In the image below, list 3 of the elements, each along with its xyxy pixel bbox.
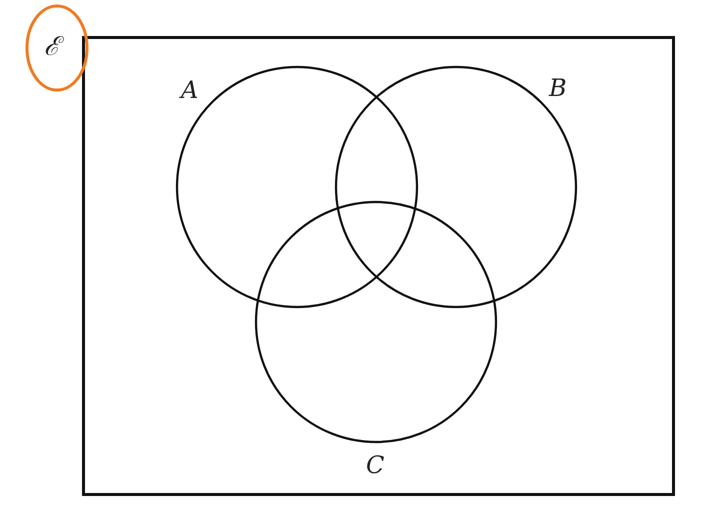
set-label: A	[181, 78, 198, 102]
set-label: B	[549, 76, 567, 100]
set-label: C	[366, 453, 384, 477]
